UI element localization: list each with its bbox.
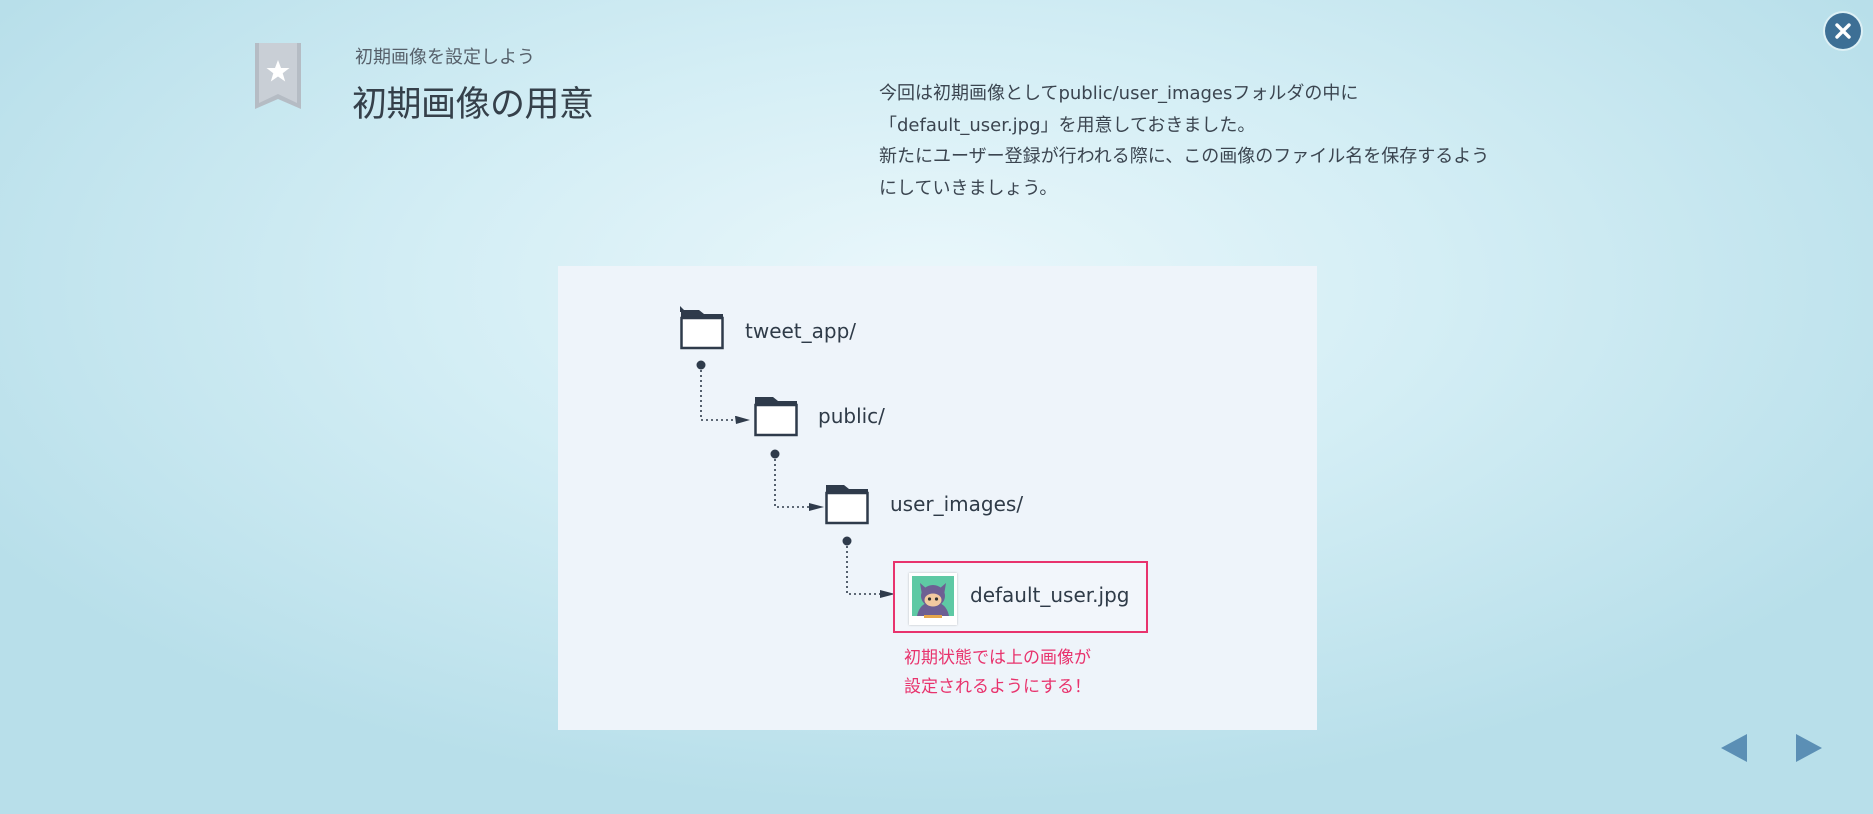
- connector-arrowhead: [809, 503, 824, 511]
- description-line: 今回は初期画像としてpublic/user_imagesフォルダの中に: [879, 83, 1359, 104]
- connector-dot: [696, 360, 706, 370]
- close-icon: [1835, 23, 1851, 39]
- connector-arrowhead: [735, 416, 750, 424]
- description-line: 「default_user.jpg」を用意しておきました。: [879, 114, 1256, 136]
- note-line: 設定されるようにする！: [904, 677, 1092, 697]
- user-avatar-image: [912, 576, 954, 618]
- folder-tree-panel: tweet_app/ public/ user_images/ default_…: [558, 266, 1317, 730]
- next-arrow-icon[interactable]: [1794, 732, 1824, 764]
- folder-icon: [754, 397, 798, 437]
- description-line: にしていきましょう。: [879, 177, 1058, 199]
- tree-connectors: [700, 365, 880, 595]
- default-user-thumbnail: [909, 573, 957, 625]
- folder-icon: [680, 306, 724, 350]
- page-subtitle: 初期画像を設定しよう: [355, 47, 535, 68]
- connector-arrowhead: [880, 590, 895, 598]
- default-image-file: default_user.jpg: [893, 561, 1148, 633]
- description: 今回は初期画像としてpublic/user_imagesフォルダの中に 「def…: [879, 78, 1599, 204]
- note-line: 初期状態では上の画像が: [904, 648, 1091, 668]
- tree-diagram: [680, 306, 895, 598]
- folder-label-tweet-app: tweet_app/: [745, 319, 857, 343]
- bookmark-star-icon: [255, 43, 301, 109]
- connector-dot: [770, 449, 780, 459]
- file-label-default-user: default_user.jpg: [970, 583, 1130, 607]
- close-button[interactable]: [1825, 13, 1861, 49]
- page-title: 初期画像の用意: [352, 85, 594, 125]
- folder-icon: [825, 485, 869, 525]
- prev-arrow-icon[interactable]: [1719, 732, 1749, 764]
- connector-dot: [842, 536, 852, 546]
- folder-label-public: public/: [818, 404, 885, 428]
- folder-label-user-images: user_images/: [890, 492, 1024, 516]
- description-line: 新たにユーザー登録が行われる際に、この画像のファイル名を保存するよう: [879, 146, 1490, 167]
- callout-note: 初期状態では上の画像が 設定されるようにする！: [904, 644, 1091, 702]
